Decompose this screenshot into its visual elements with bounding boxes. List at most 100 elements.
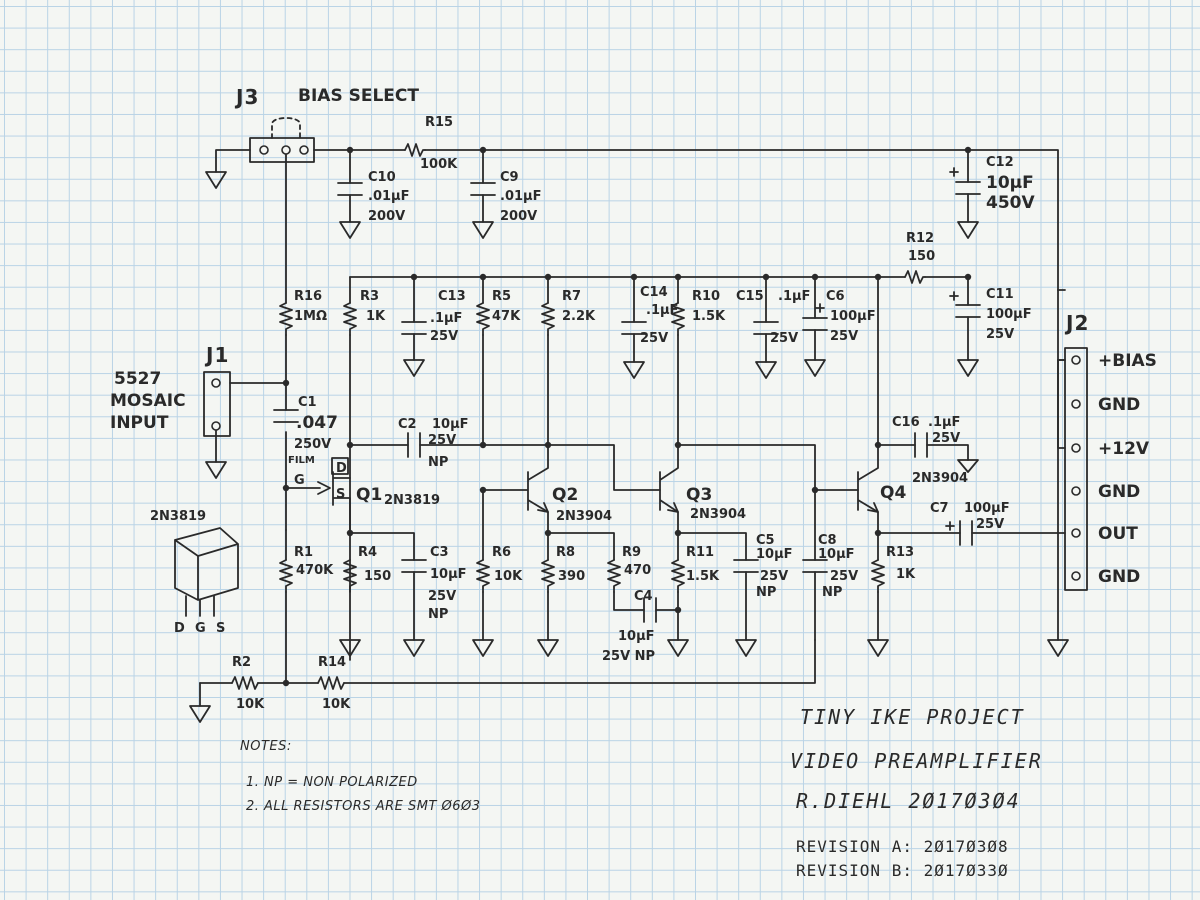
resistor-r3 [343, 302, 357, 336]
notes: NOTES: 1. NP = NON POLARIZED 2. ALL RESI… [240, 739, 480, 814]
label-r2-value: 10K [236, 697, 265, 712]
capacitor-c5 [733, 559, 759, 573]
label-r15: R15 [425, 115, 453, 130]
label-c9: C9 [500, 170, 519, 185]
capacitor-c9 [470, 182, 496, 196]
component-labels: J3 BIAS SELECT R15 100K C10 .01µF 200V C… [110, 85, 1157, 712]
resistor-r11 [671, 559, 685, 593]
label-r14-value: 10K [322, 697, 351, 712]
label-q1-drain: D [336, 461, 347, 476]
label-r14: R14 [318, 655, 346, 670]
notes-heading: NOTES: [240, 739, 292, 754]
label-c12: C12 [986, 155, 1014, 170]
label-c16-voltage: 25V [932, 431, 960, 446]
ground-symbol [867, 639, 889, 657]
resistor-r1 [279, 559, 293, 593]
title-author-date: R.DIEHL 2Ø17Ø3Ø4 [796, 789, 1021, 813]
label-r5: R5 [492, 289, 511, 304]
q4-emitter-arrow [867, 502, 879, 513]
label-c12-voltage: 450V [986, 193, 1035, 213]
label-q3-type: 2N3904 [690, 507, 746, 522]
j2-pin-3-label: +12V [1098, 439, 1150, 459]
resistors [231, 143, 926, 690]
label-r11-value: 1.5K [686, 569, 720, 584]
label-c5-np: NP [756, 585, 776, 600]
capacitor-c16 [914, 432, 928, 458]
label-r5-value: 47K [492, 309, 521, 324]
label-c9-value: .01µF [500, 189, 541, 204]
ground-symbol [804, 359, 826, 377]
label-r6-value: 10K [494, 569, 523, 584]
label-package-d: D [174, 621, 185, 636]
resistor-r13 [871, 559, 885, 593]
label-c1-voltage: 250V [294, 437, 331, 452]
label-package-s: S [216, 621, 225, 636]
resistor-r14 [317, 676, 345, 690]
capacitor-c4 [643, 597, 657, 623]
label-c10-value: .01µF [368, 189, 409, 204]
capacitor-c1 [273, 409, 299, 423]
j2-pin-6-label: GND [1098, 567, 1140, 587]
label-input-line1: 5527 [114, 369, 161, 389]
label-r8-value: 390 [558, 569, 585, 584]
label-q1-source: S [336, 487, 345, 502]
label-c10-voltage: 200V [368, 209, 405, 224]
label-r13: R13 [886, 545, 914, 560]
j2-pin-4-label: GND [1098, 482, 1140, 502]
label-c5-voltage: 25V [760, 569, 788, 584]
capacitor-c8 [802, 559, 828, 573]
label-r12-value: 150 [908, 249, 935, 264]
label-c8-voltage: 25V [830, 569, 858, 584]
capacitor-c12 [949, 167, 981, 195]
label-package-type: 2N3819 [150, 509, 206, 524]
capacitor-c14 [621, 321, 647, 335]
label-c16: C16 [892, 415, 920, 430]
capacitor-c7 [945, 520, 973, 546]
transistors [317, 457, 879, 513]
label-r10: R10 [692, 289, 720, 304]
label-c15: C15 [736, 289, 764, 304]
label-r2: R2 [232, 655, 251, 670]
capacitor-c10 [337, 182, 363, 196]
ground-symbol [403, 359, 425, 377]
label-c4-voltage: 25V NP [602, 649, 655, 664]
ground-symbol [957, 221, 979, 239]
label-c14-value: .1µF [646, 303, 678, 318]
label-r9: R9 [622, 545, 641, 560]
ground-symbol [205, 461, 227, 479]
ground-symbol [667, 639, 689, 657]
label-q4-type: 2N3904 [912, 471, 968, 486]
label-r4-value: 150 [364, 569, 391, 584]
label-c1-value: .047 [296, 413, 338, 433]
label-j3: J3 [234, 85, 259, 109]
label-j2: J2 [1064, 311, 1089, 335]
ground-symbol [623, 361, 645, 379]
capacitor-c6 [802, 303, 828, 331]
label-c13: C13 [438, 289, 466, 304]
label-r1: R1 [294, 545, 313, 560]
ground-symbols [189, 171, 1069, 723]
label-r13-value: 1K [896, 567, 916, 582]
label-c8-np: NP [822, 585, 842, 600]
label-c1: C1 [298, 395, 317, 410]
q2-emitter-arrow [537, 502, 549, 513]
label-c12-value: 10µF [986, 173, 1034, 193]
title-project: TINY IKE PROJECT [800, 705, 1025, 729]
junction-dots [282, 146, 972, 687]
label-c7-value: 100µF [964, 501, 1010, 516]
ground-symbol [205, 171, 227, 189]
label-c11-value: 100µF [986, 307, 1032, 322]
label-c6-value: 100µF [830, 309, 876, 324]
j2-pin-1-label: +BIAS [1098, 351, 1157, 371]
label-r10-value: 1.5K [692, 309, 726, 324]
label-r16-value: 1MΩ [294, 309, 327, 324]
note-item-1: 1. NP = NON POLARIZED [246, 775, 418, 790]
label-q2-type: 2N3904 [556, 509, 612, 524]
label-c2-np: NP [428, 455, 448, 470]
label-c16-value: .1µF [928, 415, 960, 430]
label-input-line3: INPUT [110, 413, 169, 433]
connector-j2 [1064, 347, 1088, 591]
ground-symbol [957, 459, 979, 473]
label-r7-value: 2.2K [562, 309, 596, 324]
label-c14: C14 [640, 285, 668, 300]
